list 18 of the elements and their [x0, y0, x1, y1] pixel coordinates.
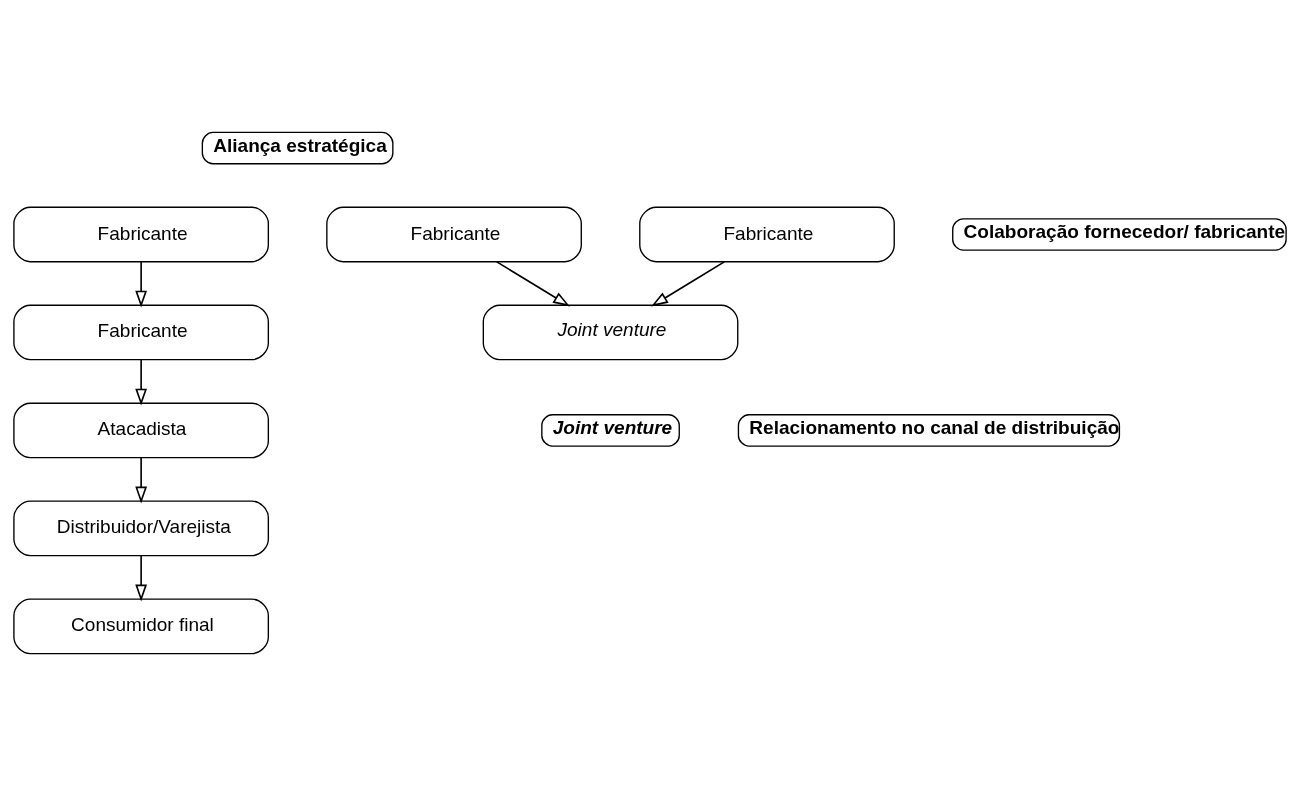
- arrow: [135, 260, 148, 308]
- node-box: Fabricante: [326, 206, 582, 262]
- arrow: [496, 260, 570, 306]
- label: Colaboração fornecedor/ fabricante: [963, 220, 1286, 242]
- node-box: Distribuidor/Varejista: [13, 500, 270, 556]
- node-box: Joint venture: [482, 304, 739, 360]
- node-box: Fabricante: [639, 206, 895, 262]
- node-box: Fabricante: [13, 304, 270, 360]
- arrow: [651, 260, 726, 306]
- arrow: [135, 456, 148, 503]
- node-box: Fabricante: [13, 206, 270, 262]
- label: Aliança estratégica: [213, 134, 387, 156]
- node-box: Consumidor final: [13, 597, 270, 654]
- arrow: [135, 358, 148, 406]
- label: Joint venture: [552, 416, 673, 438]
- node-box: Atacadista: [13, 402, 270, 458]
- arrow: [135, 554, 148, 601]
- label: Relacionamento no canal de distribuição: [749, 416, 1120, 438]
